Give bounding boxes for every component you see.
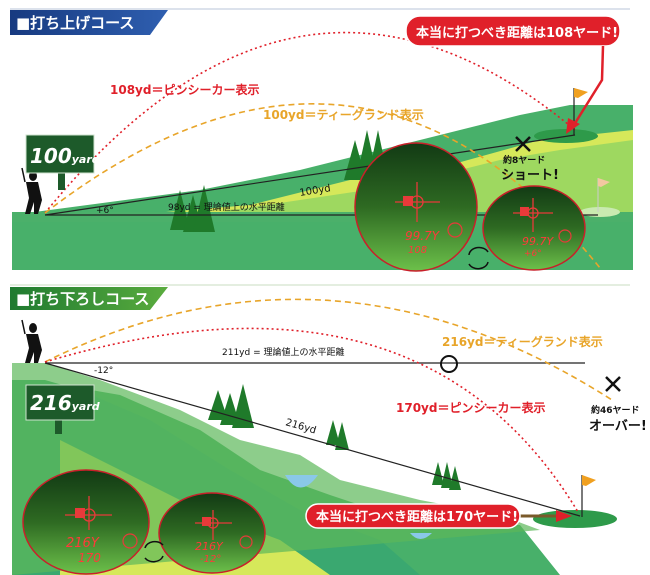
svg-text:99.7Y: 99.7Y — [405, 229, 441, 243]
uphill-slope-label: 100yd — [299, 183, 332, 199]
downhill-result-line2: オーバー! — [589, 419, 647, 434]
svg-text:170: 170 — [78, 551, 101, 565]
uphill-distance-sign: 100yard — [25, 134, 100, 190]
switch-arrows-icon — [144, 540, 164, 563]
flag-mode-icon — [558, 229, 572, 243]
downhill-scope-left: 216Y 170 — [22, 469, 150, 575]
downhill-panel: ■打ち下ろしコース 216yard 216yd＝ティーグランド表 — [10, 284, 647, 575]
downhill-pinseeker-label: 170yd＝ピンシーカー表示 — [396, 400, 545, 415]
uphill-callout: 本当に打つべき距離は108ヤード! — [405, 15, 621, 134]
uphill-horizontal-label: 98yd = 理論値上の水平距離 — [168, 201, 285, 213]
uphill-scope-left: 99.7Y 108 — [354, 142, 478, 272]
switch-arrows-icon — [468, 246, 489, 270]
golfer-icon — [21, 319, 42, 363]
downhill-slope-label: 216yd — [284, 417, 317, 436]
arrow-icon — [556, 510, 572, 522]
flag-icon — [581, 475, 596, 517]
uphill-pinseeker-label: 108yd＝ピンシーカー表示 — [110, 82, 259, 97]
uphill-scope-right: 99.7Y +6° — [482, 185, 586, 271]
uphill-result-line1: 約8ヤード — [503, 154, 545, 166]
downhill-horizontal-label: 211yd = 理論値上の水平距離 — [222, 346, 344, 358]
svg-text:-12°: -12° — [200, 554, 221, 565]
uphill-panel: ■打ち上げコース 100yard 108yd＝ピンシーカー表示 1 — [10, 8, 633, 272]
downhill-green — [533, 510, 617, 528]
downhill-angle-label: -12° — [94, 366, 113, 376]
downhill-header: ■打ち下ろしコース — [16, 290, 149, 308]
downhill-teeground-arc — [44, 298, 613, 401]
landing-circle-icon — [440, 355, 458, 373]
downhill-teeground-label: 216yd＝ティーグランド表示 — [442, 334, 603, 349]
uphill-angle-label: +6° — [96, 206, 114, 216]
downhill-header-banner — [10, 287, 168, 310]
uphill-pinseeker-arc — [44, 31, 576, 214]
svg-text:100yard: 100yard — [30, 144, 100, 168]
flag-mode-icon — [447, 222, 463, 238]
svg-text:本当に打つべき距離は108ヤード!: 本当に打つべき距離は108ヤード! — [416, 25, 618, 41]
miss-x-icon — [515, 136, 531, 152]
svg-text:108: 108 — [408, 245, 427, 256]
uphill-teeground-label: 100yd＝ティーグランド表示 — [263, 107, 424, 122]
flag-mode-icon — [239, 535, 253, 549]
downhill-callout: 本当に打つべき距離は170ヤード! — [305, 503, 572, 529]
svg-text:216Y: 216Y — [66, 536, 100, 551]
svg-text:本当に打つべき距離は170ヤード!: 本当に打つべき距離は170ヤード! — [316, 509, 518, 525]
uphill-header: ■打ち上げコース — [16, 14, 134, 32]
svg-text:+6°: +6° — [524, 249, 542, 259]
svg-text:216yard: 216yard — [30, 391, 100, 415]
uphill-result-line2: ショート! — [501, 168, 559, 183]
miss-x-icon — [605, 376, 621, 392]
downhill-distance-sign: 216yard — [25, 384, 100, 434]
uphill-slope-line — [44, 134, 576, 216]
golfer-icon — [21, 167, 42, 214]
downhill-slope-line — [44, 362, 581, 517]
flag-mode-icon — [122, 533, 138, 549]
downhill-result-line1: 約46ヤード — [591, 404, 640, 416]
downhill-pinseeker-arc — [44, 327, 579, 513]
downhill-scope-right: 216Y -12° — [158, 492, 266, 574]
svg-text:216Y: 216Y — [195, 540, 224, 553]
arrow-icon — [566, 118, 580, 134]
svg-text:99.7Y: 99.7Y — [522, 235, 554, 248]
uphill-header-banner — [10, 10, 168, 35]
